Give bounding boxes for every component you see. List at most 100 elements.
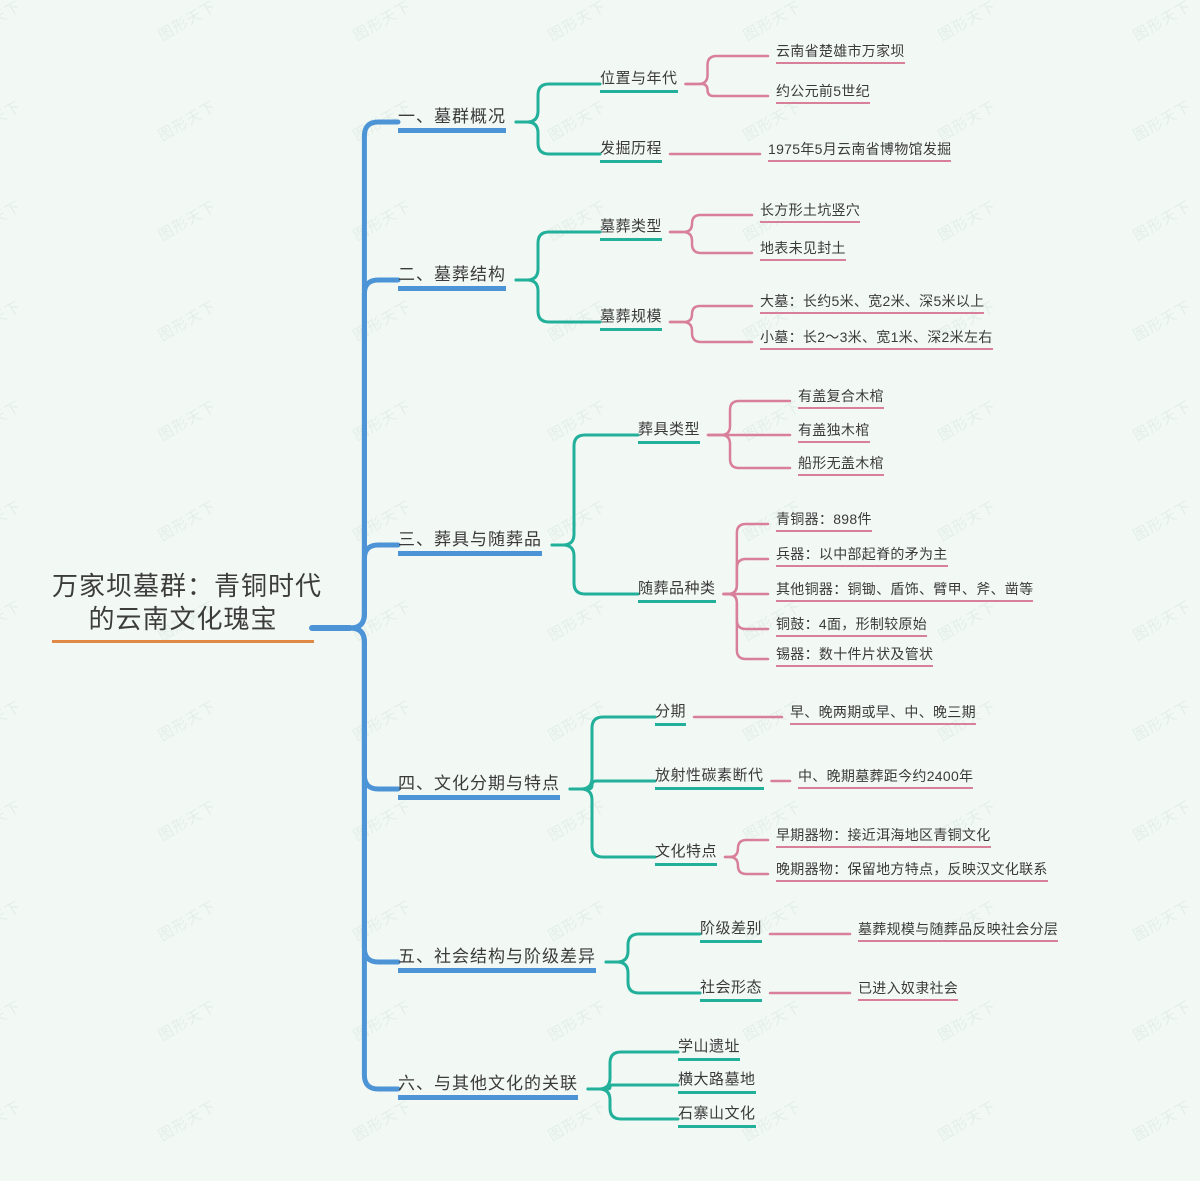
leaf-1-2-1[interactable]: 1975年5月云南省博物馆发掘 <box>768 141 952 162</box>
connector <box>514 120 602 156</box>
subnode-6-2[interactable]: 横大路墓地 <box>678 1071 756 1095</box>
branch-2-label: 二、墓葬结构 <box>398 264 506 291</box>
branch-4-label: 四、文化分期与特点 <box>398 773 560 800</box>
subnode-4-2[interactable]: 放射性碳素断代 <box>655 767 764 791</box>
leaf-4-3-2-label: 晚期器物：保留地方特点，反映汉文化联系 <box>776 861 1048 882</box>
leaf-1-2-1-label: 1975年5月云南省博物馆发掘 <box>768 141 952 162</box>
leaf-1-1-2-label: 约公元前5世纪 <box>776 83 870 104</box>
leaf-3-2-4[interactable]: 铜鼓：4面，形制较原始 <box>776 616 928 637</box>
leaf-4-1-1[interactable]: 早、晚两期或早、中、晚三期 <box>790 704 976 725</box>
subnode-5-1-label: 阶级差别 <box>700 920 763 944</box>
connector <box>568 779 657 791</box>
subnode-1-1-label: 位置与年代 <box>600 70 678 94</box>
subnode-5-2[interactable]: 社会形态 <box>700 979 763 1003</box>
leaf-2-1-2-label: 地表未见封土 <box>760 240 846 261</box>
leaf-2-1-1-label: 长方形土坑竖穴 <box>760 202 861 223</box>
branch-6-label: 六、与其他文化的关联 <box>398 1073 578 1100</box>
subnode-4-1[interactable]: 分期 <box>655 703 687 727</box>
leaf-3-2-1-label: 青铜器：898件 <box>776 511 872 532</box>
root-node[interactable]: 万家坝墓群：青铜时代的云南文化瑰宝 <box>52 570 321 643</box>
connector <box>684 82 770 98</box>
leaf-3-1-3[interactable]: 船形无盖木棺 <box>798 455 884 476</box>
leaf-4-3-1-label: 早期器物：接近洱海地区青铜文化 <box>776 827 991 848</box>
leaf-3-2-5-label: 锡器：数十件片状及管状 <box>776 646 934 667</box>
subnode-1-2-label: 发掘历程 <box>600 140 663 164</box>
leaf-3-2-3-label: 其他铜器：铜锄、盾饰、臂甲、斧、凿等 <box>776 581 1034 602</box>
leaf-3-2-2[interactable]: 兵器：以中部起脊的矛为主 <box>776 546 948 567</box>
leaf-5-2-1[interactable]: 已进入奴隶社会 <box>858 980 959 1001</box>
branch-5[interactable]: 五、社会结构与阶级差异 <box>398 946 596 973</box>
leaf-4-1-1-label: 早、晚两期或早、中、晚三期 <box>790 704 976 725</box>
connector <box>586 1087 680 1121</box>
leaf-4-2-1[interactable]: 中、晚期墓葬距今约2400年 <box>798 768 974 789</box>
subnode-1-2[interactable]: 发掘历程 <box>600 140 663 164</box>
subnode-5-1[interactable]: 阶级差别 <box>700 920 763 944</box>
connector <box>586 1083 680 1091</box>
leaf-2-2-1-label: 大墓：长约5米、宽2米、深5米以上 <box>760 293 985 314</box>
leaf-2-1-1[interactable]: 长方形土坑竖穴 <box>760 202 861 223</box>
subnode-2-2[interactable]: 墓葬规模 <box>600 308 663 332</box>
leaf-3-1-2-label: 有盖独木棺 <box>798 422 870 443</box>
connector <box>347 625 401 1092</box>
leaf-5-1-1-label: 墓葬规模与随葬品反映社会分层 <box>858 921 1059 942</box>
branch-3[interactable]: 三、葬具与随葬品 <box>398 529 542 556</box>
leaf-1-1-1[interactable]: 云南省楚雄市万家坝 <box>776 43 905 64</box>
branch-2[interactable]: 二、墓葬结构 <box>398 264 506 291</box>
leaf-2-2-2-label: 小墓：长2～3米、宽1米、深2米左右 <box>760 329 993 350</box>
subnode-6-3[interactable]: 石寨山文化 <box>678 1105 756 1129</box>
subnode-6-1[interactable]: 学山遗址 <box>678 1038 741 1062</box>
leaf-5-2-1-label: 已进入奴隶社会 <box>858 980 959 1001</box>
branch-4[interactable]: 四、文化分期与特点 <box>398 773 560 800</box>
subnode-3-1-label: 葬具类型 <box>638 421 701 445</box>
leaf-1-1-2[interactable]: 约公元前5世纪 <box>776 83 870 104</box>
connector <box>604 960 702 995</box>
branch-5-label: 五、社会结构与阶级差异 <box>398 946 596 973</box>
leaf-4-3-1[interactable]: 早期器物：接近洱海地区青铜文化 <box>776 827 991 848</box>
leaf-3-2-2-label: 兵器：以中部起脊的矛为主 <box>776 546 948 567</box>
leaf-2-2-2[interactable]: 小墓：长2～3米、宽1米、深2米左右 <box>760 329 993 350</box>
subnode-3-2[interactable]: 随葬品种类 <box>638 580 716 604</box>
branch-6[interactable]: 六、与其他文化的关联 <box>398 1073 578 1100</box>
subnode-4-2-label: 放射性碳素断代 <box>655 767 764 791</box>
branch-1-label: 一、墓群概况 <box>398 106 506 133</box>
leaf-5-1-1[interactable]: 墓葬规模与随葬品反映社会分层 <box>858 921 1059 942</box>
connector <box>706 433 792 470</box>
leaf-3-1-3-label: 船形无盖木棺 <box>798 455 884 476</box>
branch-3-label: 三、葬具与随葬品 <box>398 529 542 556</box>
subnode-2-2-label: 墓葬规模 <box>600 308 663 332</box>
branch-1[interactable]: 一、墓群概况 <box>398 106 506 133</box>
leaf-2-2-1[interactable]: 大墓：长约5米、宽2米、深5米以上 <box>760 293 985 314</box>
subnode-6-2-label: 横大路墓地 <box>678 1071 756 1095</box>
connector <box>514 278 602 324</box>
subnode-2-1-label: 墓葬类型 <box>600 218 663 242</box>
subnode-3-2-label: 随葬品种类 <box>638 580 716 604</box>
connector <box>723 855 770 876</box>
leaf-3-1-1[interactable]: 有盖复合木棺 <box>798 388 884 409</box>
leaf-1-1-1-label: 云南省楚雄市万家坝 <box>776 43 905 64</box>
leaf-3-2-3[interactable]: 其他铜器：铜锄、盾饰、臂甲、斧、凿等 <box>776 581 1034 602</box>
leaf-2-1-2[interactable]: 地表未见封土 <box>760 240 846 261</box>
connector <box>722 592 770 661</box>
leaf-3-2-5[interactable]: 锡器：数十件片状及管状 <box>776 646 934 667</box>
connector <box>668 320 754 344</box>
leaf-3-2-4-label: 铜鼓：4面，形制较原始 <box>776 616 928 637</box>
subnode-5-2-label: 社会形态 <box>700 979 763 1003</box>
leaf-3-1-1-label: 有盖复合木棺 <box>798 388 884 409</box>
subnode-6-1-label: 学山遗址 <box>678 1038 741 1062</box>
subnode-1-1[interactable]: 位置与年代 <box>600 70 678 94</box>
leaf-3-1-2[interactable]: 有盖独木棺 <box>798 422 870 443</box>
leaf-3-2-1[interactable]: 青铜器：898件 <box>776 511 872 532</box>
subnode-4-3[interactable]: 文化特点 <box>655 843 718 867</box>
subnode-6-3-label: 石寨山文化 <box>678 1105 756 1129</box>
connector <box>568 787 657 859</box>
leaf-4-3-2[interactable]: 晚期器物：保留地方特点，反映汉文化联系 <box>776 861 1048 882</box>
subnode-2-1[interactable]: 墓葬类型 <box>600 218 663 242</box>
root-node-label: 万家坝墓群：青铜时代的云南文化瑰宝 <box>52 570 321 643</box>
connector <box>668 230 754 255</box>
leaf-4-2-1-label: 中、晚期墓葬距今约2400年 <box>798 768 974 789</box>
subnode-3-1[interactable]: 葬具类型 <box>638 421 701 445</box>
subnode-4-3-label: 文化特点 <box>655 843 718 867</box>
